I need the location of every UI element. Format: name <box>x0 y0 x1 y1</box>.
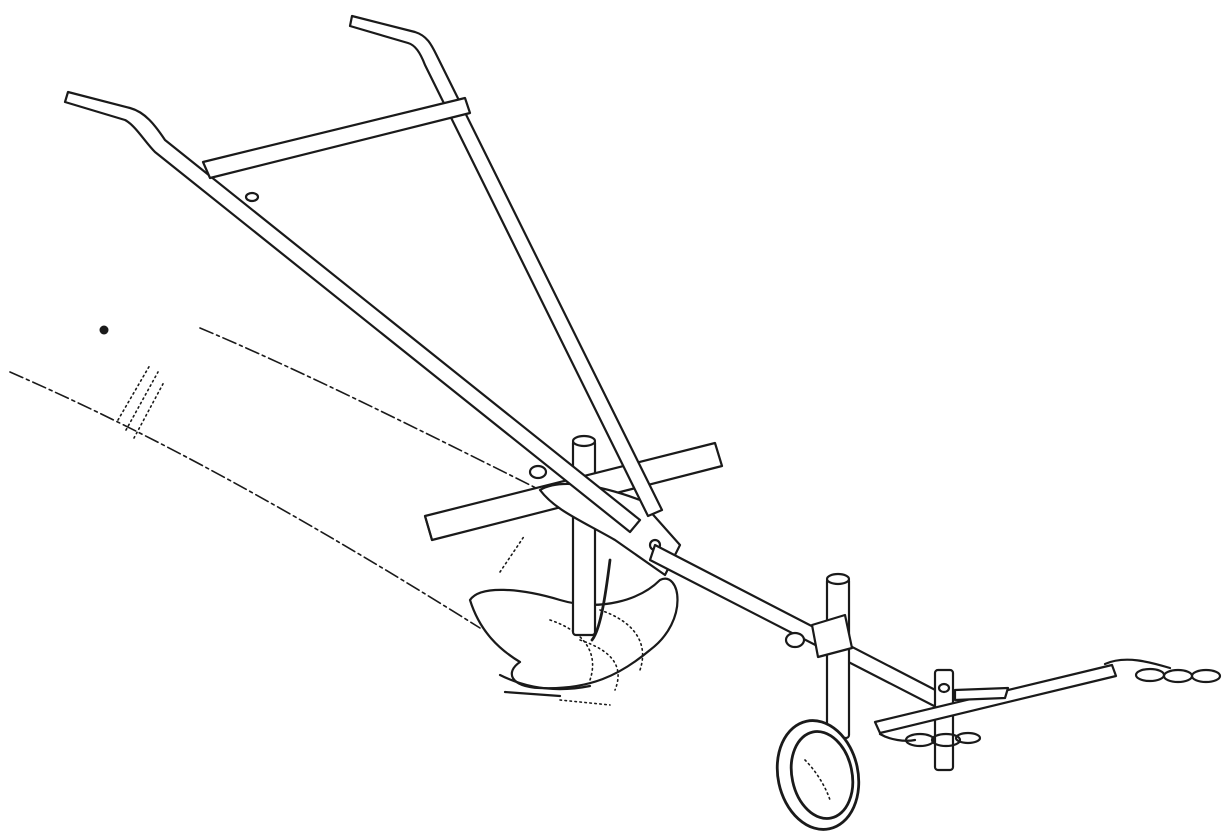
hitch-bolt <box>937 682 951 694</box>
chain-link-l2 <box>930 732 962 748</box>
share-blade <box>590 558 612 642</box>
chain-hook-left <box>878 732 917 742</box>
beam-body <box>648 543 947 710</box>
share-shadow-2 <box>503 690 562 698</box>
handles <box>63 14 664 534</box>
chain-link-r2 <box>1162 668 1194 684</box>
collar-bolt <box>784 631 806 649</box>
furrow-shading-1 <box>117 364 151 421</box>
plough-standard <box>571 434 597 637</box>
crossbar-end <box>423 514 434 542</box>
furrow-shading-4 <box>499 534 526 573</box>
front-collar <box>810 613 854 659</box>
share-shadow-1 <box>498 673 592 691</box>
furrow-shading-3 <box>133 381 165 439</box>
front-post <box>825 576 851 740</box>
handle-crossbar <box>201 96 472 180</box>
chain-link-r3 <box>1190 668 1222 684</box>
handle-bolt <box>244 191 260 203</box>
furrow-lower-edge <box>9 371 481 629</box>
soil-texture-3 <box>549 619 594 681</box>
ink-dot <box>99 325 109 335</box>
gauge-wheel <box>775 719 861 831</box>
furrow-shading-2 <box>125 371 159 431</box>
front-post-top <box>825 572 851 586</box>
chain-link-r1 <box>1134 667 1166 683</box>
soil-lump <box>468 577 679 690</box>
pull-chain <box>878 658 1222 748</box>
hitch-link <box>953 686 1010 702</box>
chain-link-l3 <box>954 731 982 745</box>
plough-share <box>468 558 679 698</box>
front-standard <box>784 572 854 740</box>
left-handle <box>63 90 642 534</box>
right-handle <box>348 14 664 518</box>
rear-post-top <box>571 434 597 448</box>
soil-texture-2 <box>579 639 619 691</box>
furrow-upper-edge <box>199 327 541 491</box>
chain-link-l1 <box>904 732 936 748</box>
furrow-shading-5 <box>559 699 611 706</box>
soil-texture-1 <box>599 609 644 671</box>
wheel-rim-inner <box>789 730 855 820</box>
beam <box>648 543 947 710</box>
chain-hook-right <box>1103 658 1172 670</box>
clamp-knob <box>528 464 548 480</box>
furrow <box>9 325 611 706</box>
